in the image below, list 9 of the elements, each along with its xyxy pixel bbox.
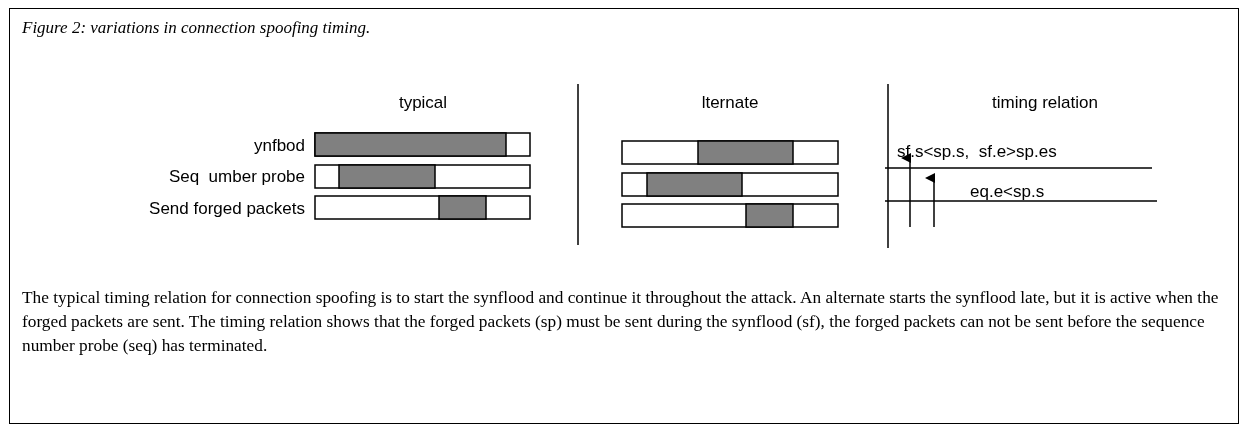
column-heading: lternate (701, 94, 759, 111)
relation-text: eq.e<sp.s (970, 183, 1045, 200)
row-label: Send forged packets (149, 200, 305, 217)
caption-paragraph: The typical timing relation for connection spoofing is to start the synflood and continue it throughout the attack. An alternate starts the synflood late, but it is active when the forged packets are sent. The timing relation shows that the forged packets (sp) must be sent during the synflood (sf), the forged packets can not be sent before the sequence number probe (seq) has terminated. (22, 287, 1220, 357)
row-label: ynfbod (253, 137, 305, 154)
column-heading: timing relation (992, 94, 1098, 111)
figure-title: Figure 2: variations in connection spoofing timing. (22, 18, 371, 38)
column-heading: typical (398, 94, 448, 111)
row-label: Seq umber probe (168, 168, 305, 185)
